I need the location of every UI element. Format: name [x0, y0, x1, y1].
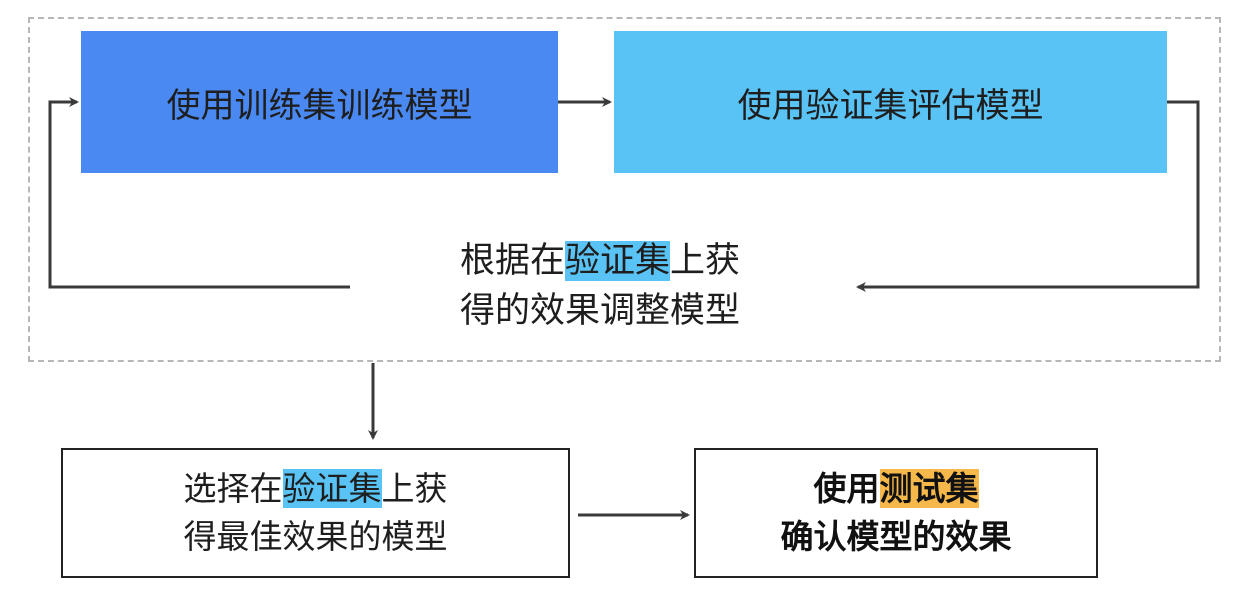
test-line1: 使用测试集 — [814, 465, 979, 513]
adjust-model-text: 根据在验证集上获 得的效果调整模型 — [420, 236, 780, 336]
adjust-validation-set-highlight: 验证集 — [564, 241, 670, 281]
train-model-label: 使用训练集训练模型 — [166, 85, 473, 126]
arrow-adjust-to-train — [48, 97, 350, 289]
train-model-box: 使用训练集训练模型 — [81, 31, 558, 173]
test-line2: 确认模型的效果 — [780, 517, 1012, 556]
evaluate-model-label: 使用验证集评估模型 — [737, 85, 1044, 126]
adjust-line1-post: 上获 — [670, 241, 741, 281]
select-line1: 选择在验证集上获 — [184, 465, 448, 513]
adjust-line1-pre: 根据在 — [459, 241, 565, 281]
evaluate-model-box: 使用验证集评估模型 — [614, 31, 1167, 173]
adjust-model-line1: 根据在验证集上获 — [420, 236, 780, 286]
select-line2: 得最佳效果的模型 — [183, 517, 448, 556]
select-line1-post: 上获 — [381, 469, 448, 508]
test-line1-pre: 使用 — [813, 469, 880, 508]
test-model-box: 使用测试集 确认模型的效果 — [694, 448, 1098, 578]
select-validation-set-highlight: 验证集 — [282, 469, 382, 508]
arrow-eval-to-adjust — [856, 100, 1200, 292]
test-set-highlight: 测试集 — [879, 469, 979, 508]
select-line1-pre: 选择在 — [183, 469, 283, 508]
select-best-model-box: 选择在验证集上获 得最佳效果的模型 — [61, 448, 570, 578]
training-loop-dashed-frame — [28, 17, 1221, 362]
adjust-model-line2: 得的效果调整模型 — [459, 291, 740, 331]
